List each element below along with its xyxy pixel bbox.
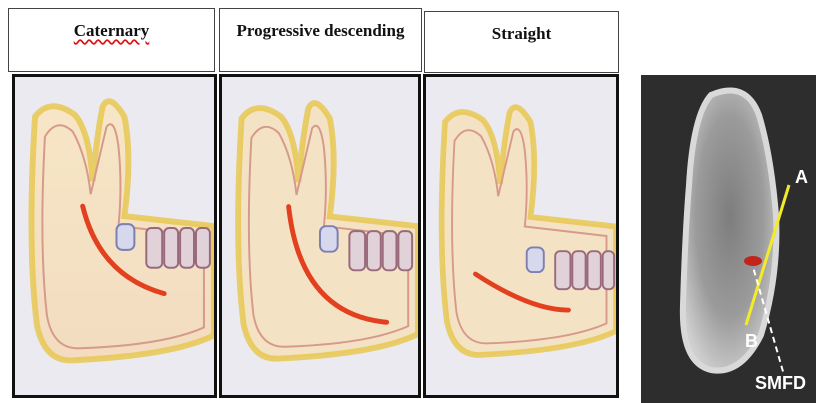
ct-scan-drawing <box>641 75 816 403</box>
header-caternary-label: Caternary <box>74 21 150 41</box>
mandible-illustration-progressive-descending <box>219 74 421 398</box>
ct-scan-image: A B SMFD <box>641 75 816 403</box>
header-caternary: Caternary <box>8 8 215 72</box>
mandible-drawing <box>222 77 418 395</box>
label-a: A <box>795 167 808 188</box>
header-straight-label: Straight <box>492 24 552 44</box>
mandible-drawing <box>426 77 616 395</box>
mandible-illustration-caternary <box>12 74 217 398</box>
mandible-illustration-straight <box>423 74 619 398</box>
header-progressive-descending: Progressive descending <box>219 8 422 72</box>
canal-marker <box>744 256 762 266</box>
label-b: B <box>745 331 758 352</box>
mandible-drawing <box>15 77 214 395</box>
header-progressive-label: Progressive descending <box>237 21 405 41</box>
ct-bone-shape <box>683 91 777 371</box>
header-straight: Straight <box>424 11 619 73</box>
label-smfd: SMFD <box>755 373 806 394</box>
